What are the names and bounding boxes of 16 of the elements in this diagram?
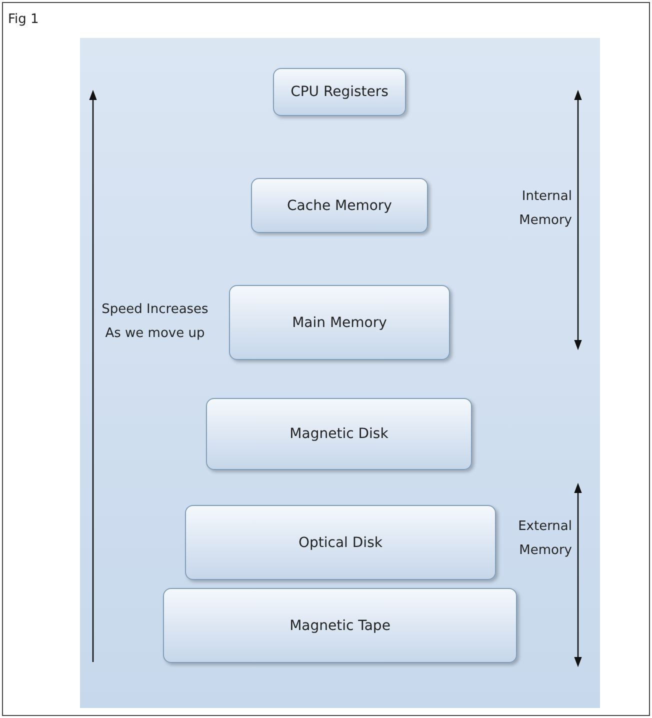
- memory-level-box: [185, 505, 496, 580]
- box-label: Optical Disk: [298, 534, 382, 550]
- box-label: Cache Memory: [287, 198, 392, 214]
- box-label: Main Memory: [292, 314, 387, 330]
- figure-number: Fig 1: [8, 11, 40, 29]
- annotation-text: External Memory: [517, 518, 572, 560]
- annotation-text: Speed Increases As we move up: [100, 301, 210, 343]
- annotation-text: Internal Memory: [518, 188, 572, 230]
- memory-level-box: [206, 398, 472, 470]
- memory-level-box: [163, 588, 517, 663]
- box-label: Magnetic Disk: [290, 426, 388, 442]
- box-label: Magnetic Tape: [290, 618, 390, 634]
- memory-level-box: [229, 285, 450, 360]
- memory-level-box: [273, 68, 406, 116]
- box-label: CPU Registers: [290, 84, 388, 100]
- memory-level-box: [251, 178, 428, 233]
